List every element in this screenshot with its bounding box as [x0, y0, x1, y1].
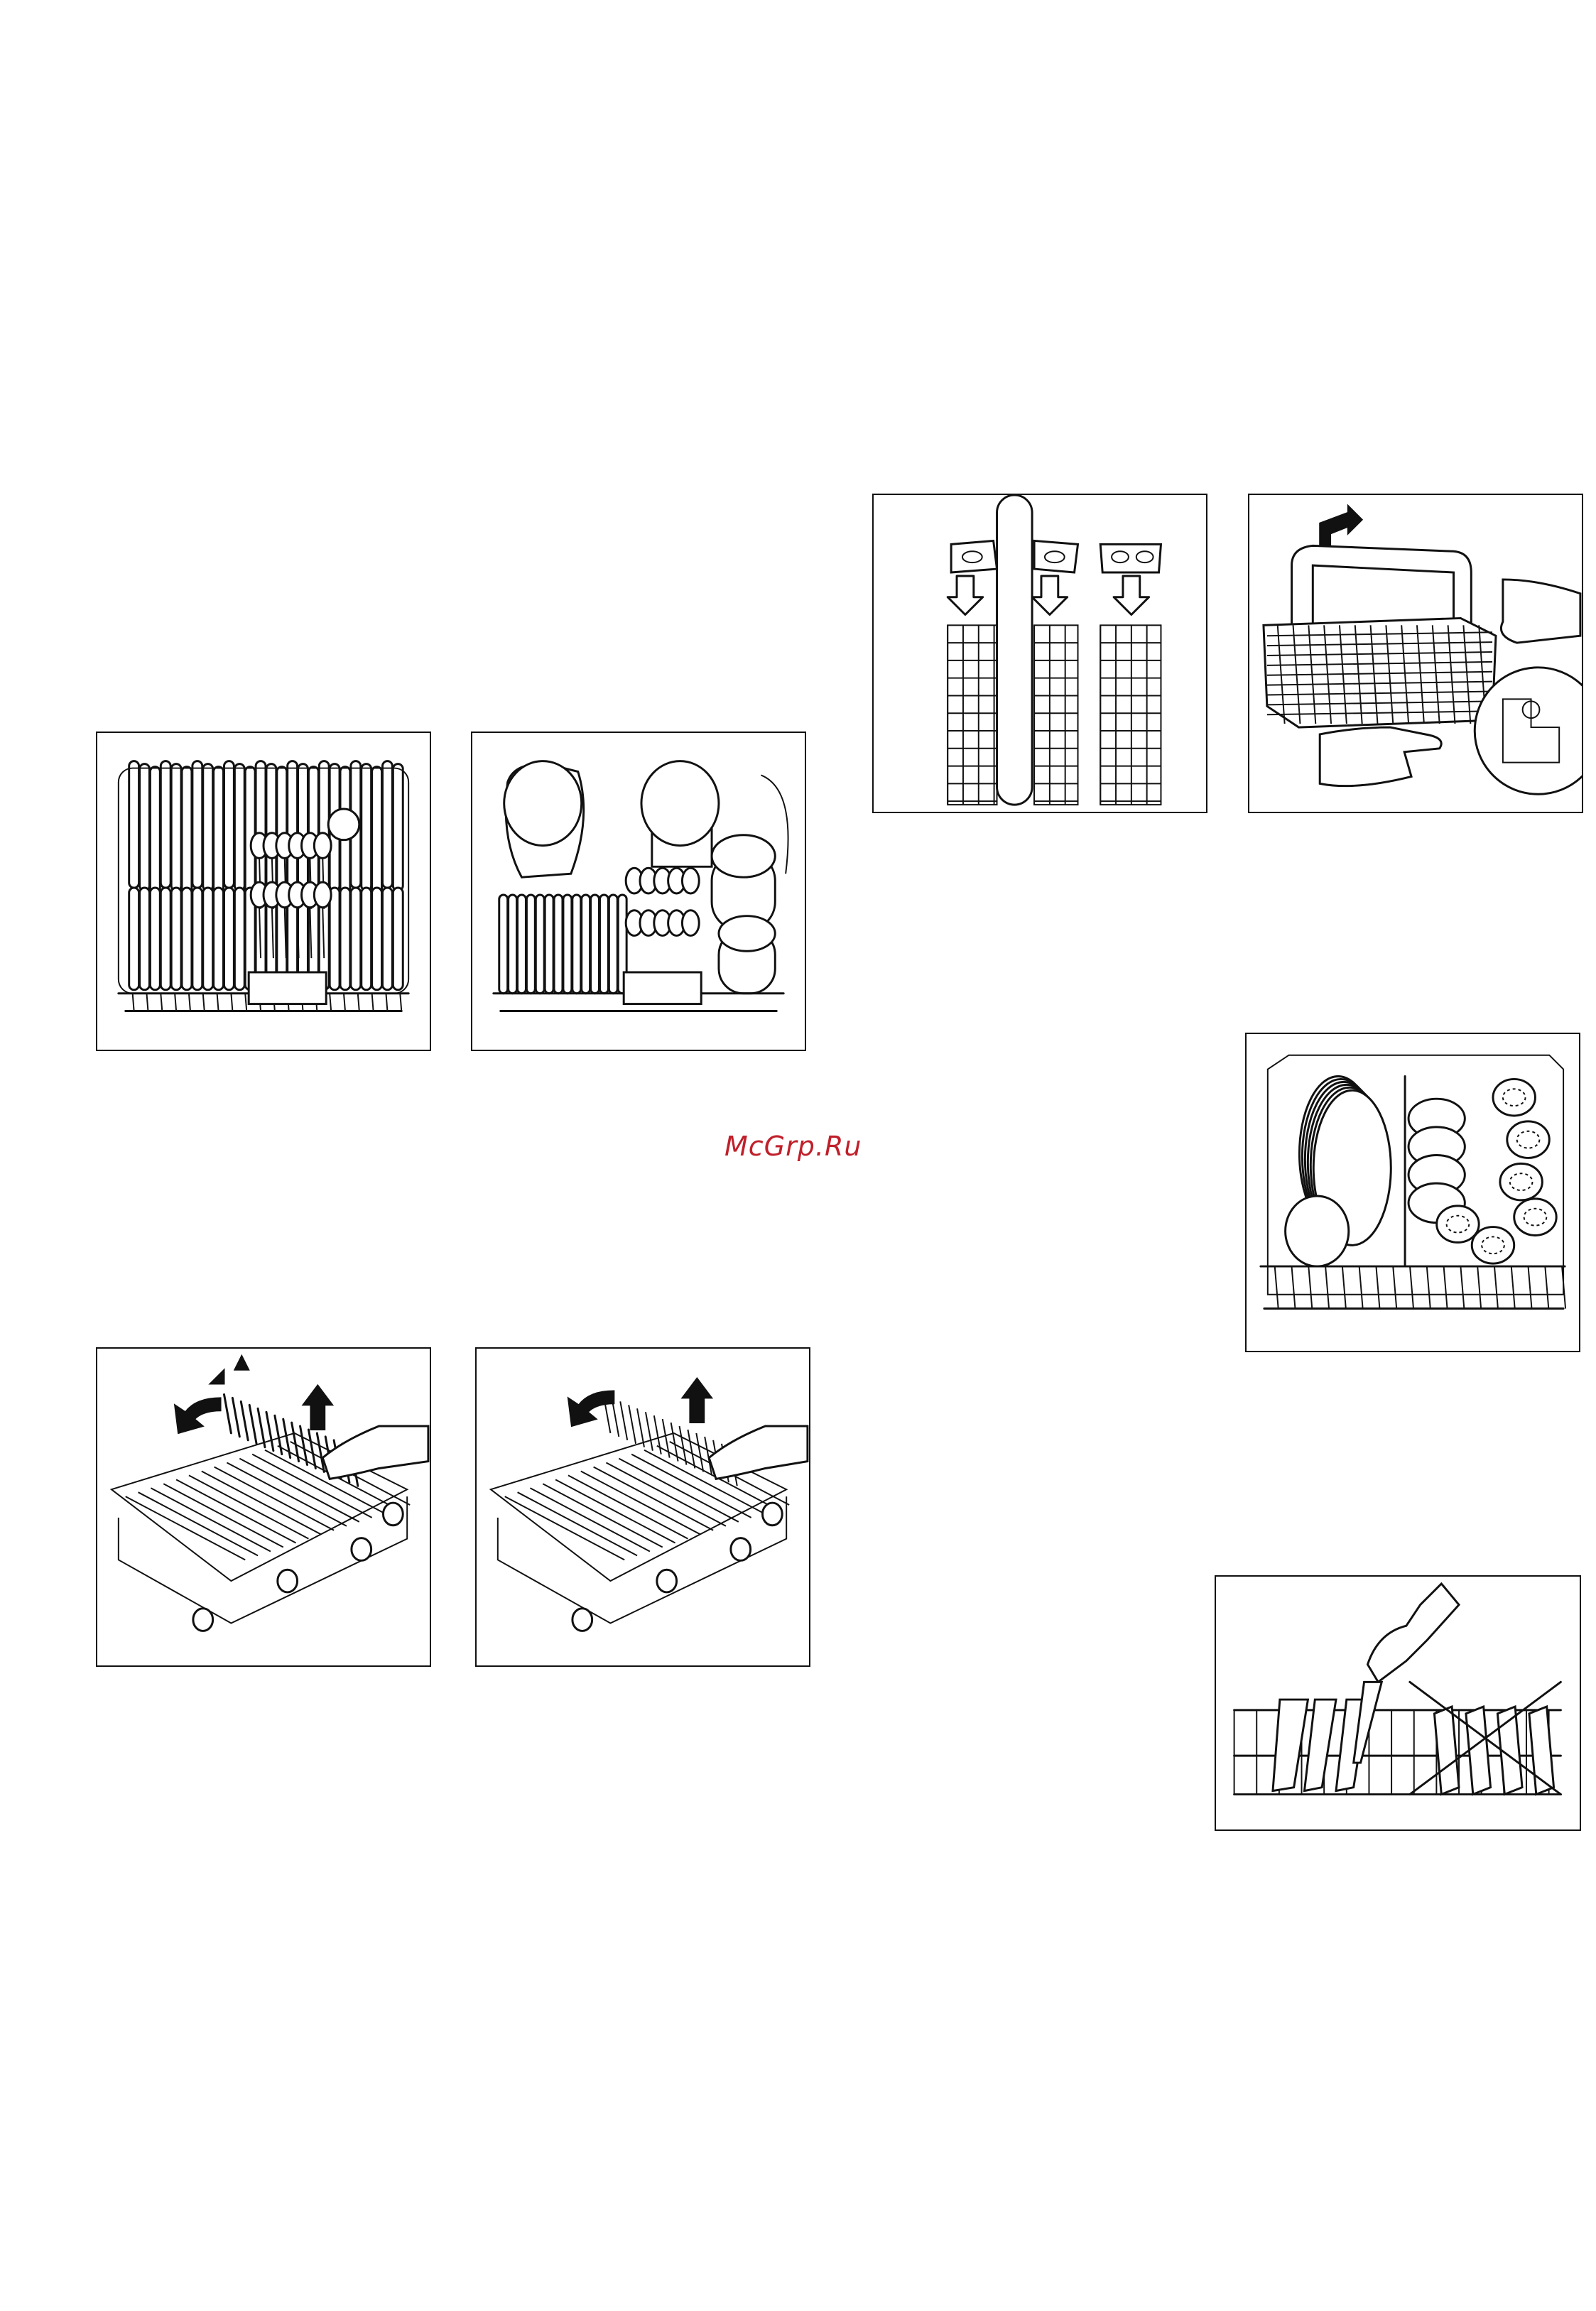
upper-basket-cups-illustration	[1247, 1034, 1579, 1351]
figure-fold-down-rack-1	[96, 1347, 431, 1667]
basket-plates-cutlery-illustration	[97, 733, 430, 1050]
figure-lower-basket-plates	[96, 732, 431, 1051]
knife-placement-warning-illustration	[1216, 1577, 1580, 1829]
figure-upper-basket-cups	[1245, 1033, 1580, 1352]
figure-fold-down-rack-2	[475, 1347, 810, 1667]
fold-plate-rack-illustration	[97, 1349, 430, 1665]
watermark-text: McGrp.Ru	[724, 1131, 862, 1162]
basket-pots-cutlery-illustration	[472, 733, 805, 1050]
figure-cutlery-basket-handle	[1248, 494, 1583, 813]
cutlery-basket-handle-removal-illustration	[1249, 495, 1582, 812]
figure-lower-basket-pots	[471, 732, 806, 1051]
cutlery-basket-insert-illustration	[874, 495, 1206, 812]
figure-cutlery-basket-split	[872, 494, 1207, 813]
fold-plate-rack-illustration	[477, 1349, 809, 1665]
figure-knife-placement	[1215, 1575, 1581, 1831]
